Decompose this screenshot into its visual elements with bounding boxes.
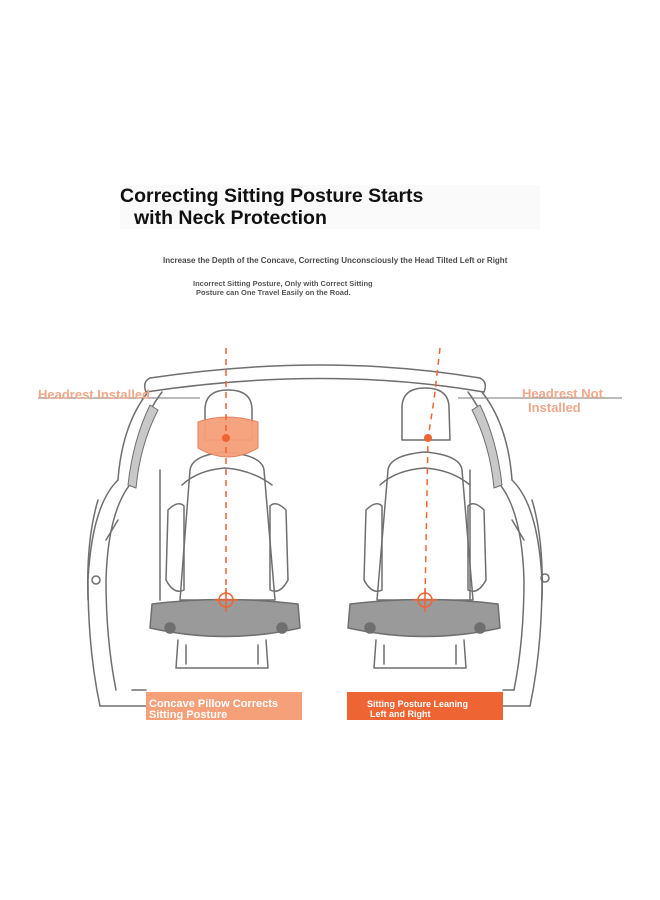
leaning-posture-caption-line-1: Sitting Posture Leaning bbox=[367, 699, 469, 709]
headline-line-2: with Neck Protection bbox=[134, 207, 327, 229]
posture-note-line-1: Incorrect Sitting Posture, Only with Cor… bbox=[193, 279, 373, 288]
headline: Correcting Sitting Posture Starts with N… bbox=[120, 185, 540, 229]
crosshair-icon bbox=[214, 588, 238, 612]
headrest-installed-label: Headrest Installed bbox=[38, 387, 150, 402]
concave-pillow-caption: Concave Pillow Corrects Sitting Posture bbox=[146, 692, 302, 720]
crosshair-icon bbox=[413, 588, 437, 612]
headrest-not-installed-label: Headrest Not Installed bbox=[522, 387, 632, 415]
leaning-posture-caption: Sitting Posture Leaning Left and Right bbox=[347, 692, 503, 720]
car-seat-right bbox=[347, 387, 501, 669]
headrest-not-installed-line-1: Headrest Not bbox=[522, 386, 603, 401]
posture-note-line-2: Posture can One Travel Easily on the Roa… bbox=[196, 288, 351, 297]
concave-pillow-caption-line-1: Concave Pillow Corrects bbox=[149, 698, 278, 710]
leaning-posture-caption-line-2: Left and Right bbox=[370, 709, 431, 719]
subheadline: Increase the Depth of the Concave, Corre… bbox=[163, 256, 508, 265]
car-interior-outline bbox=[86, 364, 550, 707]
concave-pillow-caption-line-2: Sitting Posture bbox=[149, 709, 228, 721]
headline-line-1: Correcting Sitting Posture Starts bbox=[120, 185, 424, 207]
headrest-not-installed-line-2: Installed bbox=[528, 400, 581, 415]
posture-note: Incorrect Sitting Posture, Only with Cor… bbox=[193, 279, 423, 297]
